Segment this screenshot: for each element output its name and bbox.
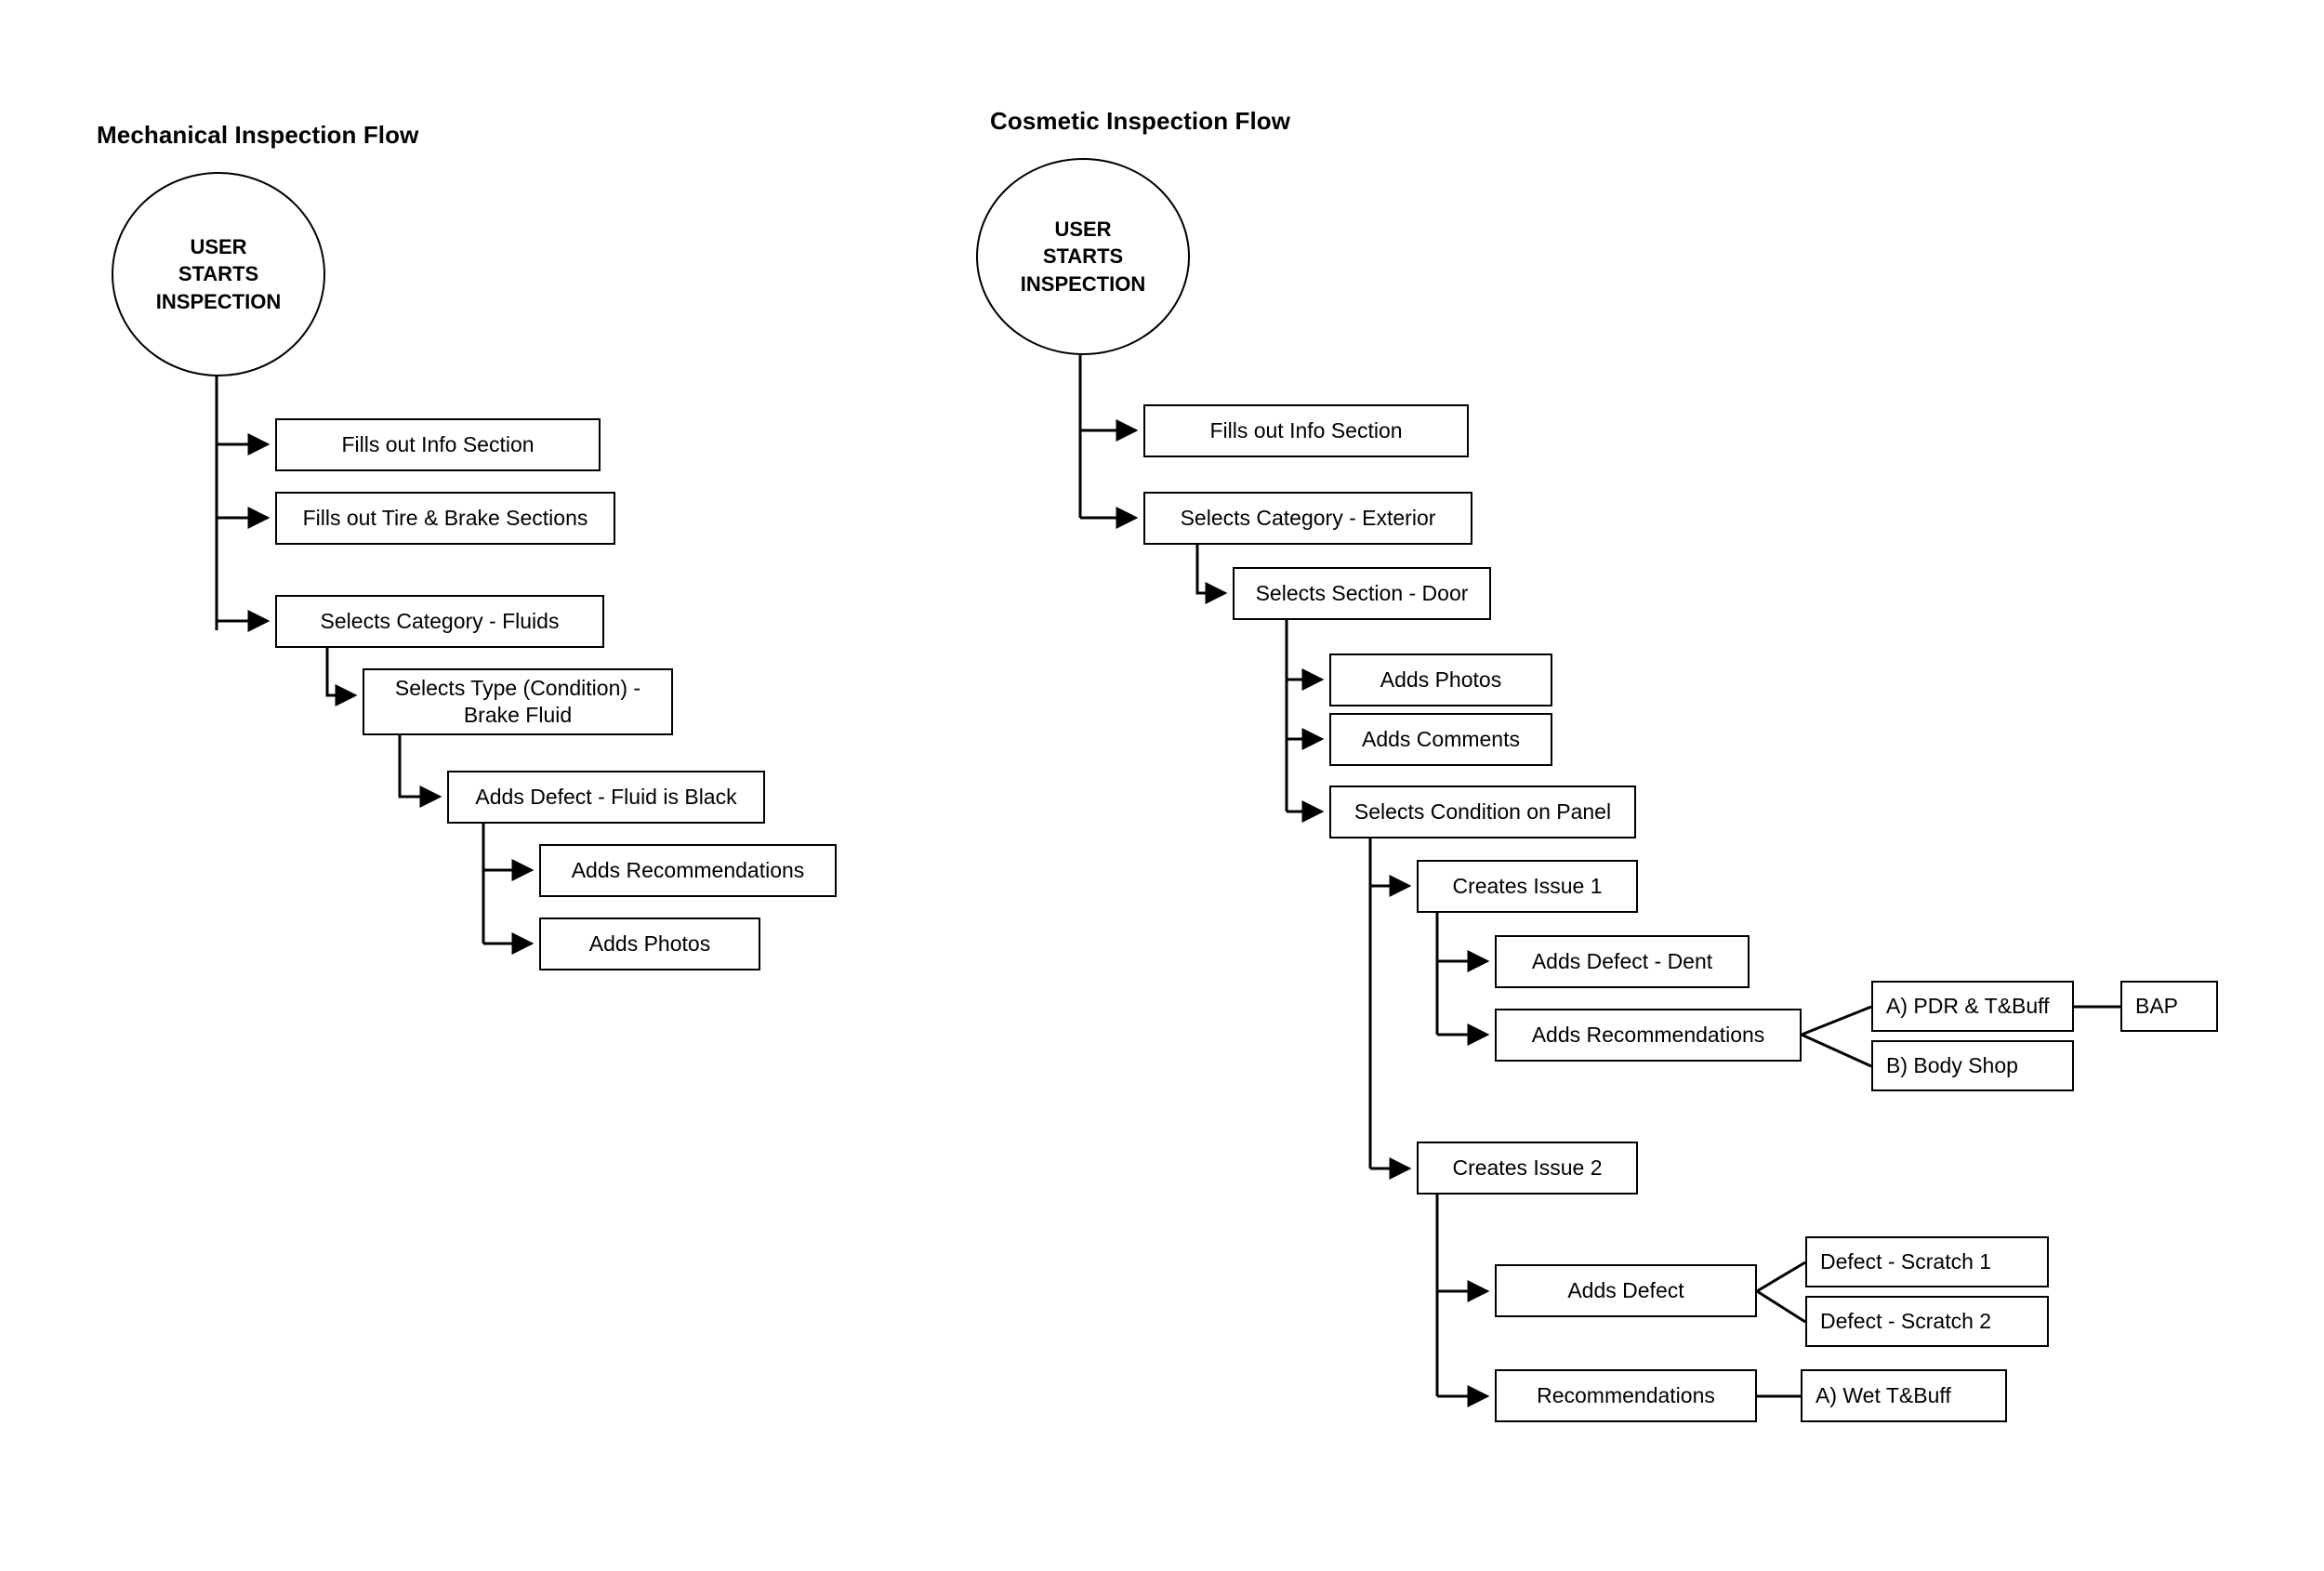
node-selects-category-fluids[interactable]: Selects Category - Fluids [275, 595, 604, 648]
node-defect-scratch-1[interactable]: Defect - Scratch 1 [1805, 1236, 2049, 1287]
node-adds-photos-mech[interactable]: Adds Photos [539, 918, 760, 970]
node-fills-out-tire-brake-sections[interactable]: Fills out Tire & Brake Sections [275, 492, 615, 545]
node-adds-photos-cos[interactable]: Adds Photos [1329, 653, 1552, 706]
mechanical-start-node: USER STARTS INSPECTION [112, 172, 325, 376]
node-adds-comments[interactable]: Adds Comments [1329, 713, 1552, 766]
start-line-3: INSPECTION [155, 289, 282, 313]
node-fills-out-info-section-mech[interactable]: Fills out Info Section [275, 418, 601, 471]
start-line-1: USER [1054, 218, 1112, 242]
node-body-shop[interactable]: B) Body Shop [1871, 1040, 2074, 1091]
node-adds-defect-dent[interactable]: Adds Defect - Dent [1495, 935, 1750, 988]
start-line-3: INSPECTION [1020, 271, 1146, 296]
start-line-2: STARTS [1042, 244, 1124, 269]
node-selects-condition-on-panel[interactable]: Selects Condition on Panel [1329, 786, 1636, 838]
node-selects-category-exterior[interactable]: Selects Category - Exterior [1143, 492, 1472, 545]
node-creates-issue-2[interactable]: Creates Issue 2 [1417, 1142, 1638, 1195]
node-creates-issue-1[interactable]: Creates Issue 1 [1417, 860, 1638, 913]
edge-c9-to-c12 [1801, 1033, 1872, 1068]
start-line-1: USER [190, 235, 247, 259]
node-adds-recommendations-mech[interactable]: Adds Recommendations [539, 844, 837, 897]
node-bap[interactable]: BAP [2120, 981, 2218, 1032]
start-line-2: STARTS [178, 262, 259, 286]
edge-m4-to-m5 [398, 731, 442, 808]
node-adds-defect[interactable]: Adds Defect [1495, 1264, 1757, 1317]
node-pdr-and-tbuff[interactable]: A) PDR & T&Buff [1871, 981, 2074, 1032]
node-defect-scratch-2[interactable]: Defect - Scratch 2 [1805, 1296, 2049, 1347]
node-adds-defect-fluid-is-black[interactable]: Adds Defect - Fluid is Black [447, 771, 765, 824]
cosmetic-flow-title: Cosmetic Inspection Flow [990, 107, 1291, 135]
edge-c14-to-c15 [1756, 1261, 1806, 1293]
cosmetic-start-node: USER STARTS INSPECTION [976, 158, 1190, 355]
node-selects-type-brake-fluid[interactable]: Selects Type (Condition) - Brake Fluid [363, 668, 673, 735]
node-wet-tbuff[interactable]: A) Wet T&Buff [1801, 1369, 2007, 1422]
edge-c14-to-c16 [1756, 1289, 1806, 1324]
edge-c2-to-c3 [1195, 541, 1228, 604]
edge-c9-to-c10 [1801, 1005, 1872, 1036]
node-adds-recommendations-cos[interactable]: Adds Recommendations [1495, 1009, 1802, 1062]
node-selects-section-door[interactable]: Selects Section - Door [1233, 567, 1491, 620]
node-recommendations[interactable]: Recommendations [1495, 1369, 1757, 1422]
node-fills-out-info-section-cos[interactable]: Fills out Info Section [1143, 404, 1469, 457]
mechanical-flow-title: Mechanical Inspection Flow [97, 121, 419, 149]
edge-m3-to-m4 [325, 643, 358, 706]
